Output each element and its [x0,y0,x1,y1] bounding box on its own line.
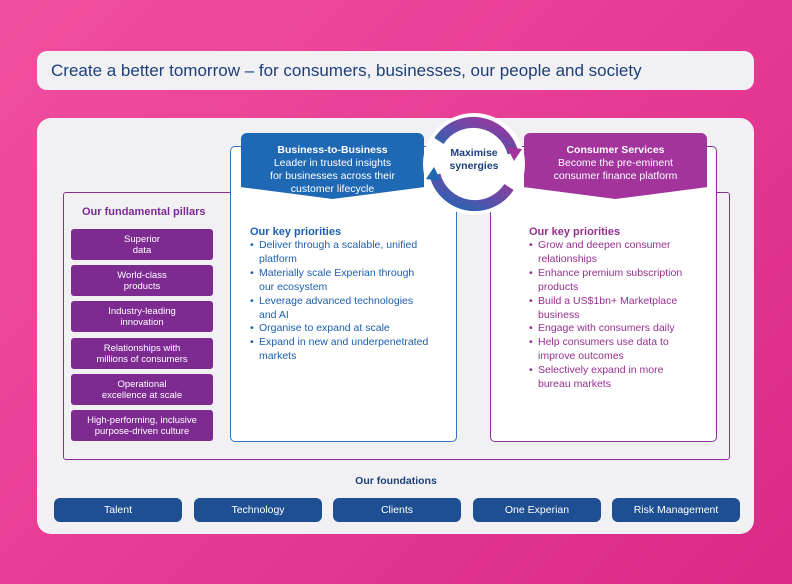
list-item: Deliver through a scalable, unifiedplatf… [250,239,450,267]
consumer-priorities-title: Our key priorities [529,226,621,238]
foundation-risk-management: Risk Management [612,498,740,522]
b2b-header: Business-to-Business Leader in trusted i… [241,133,424,199]
foundation-talent: Talent [54,498,182,522]
consumer-title: Consumer Services [566,144,665,156]
b2b-subtitle-line: Leader in trusted insights [273,157,392,169]
synergy-cycle-icon [423,113,525,215]
list-item: Organise to expand at scale [250,322,450,336]
consumer-header: Consumer Services Become the pre-eminent… [524,133,707,199]
consumer-subtitle-line: Become the pre-eminent [558,157,673,169]
list-item: Engage with consumers daily [529,322,729,336]
foundation-clients: Clients [333,498,461,522]
b2b-priorities-list: Deliver through a scalable, unifiedplatf… [250,239,450,364]
foundations-title: Our foundations [355,475,437,487]
b2b-subtitle-line: customer lifecycle [290,183,375,195]
top-banner: Create a better tomorrow – for consumers… [37,51,754,90]
banner-text: Create a better tomorrow – for consumers… [51,60,642,80]
foundation-one-experian: One Experian [473,498,601,522]
b2b-title: Business-to-Business [277,144,388,156]
foundation-technology: Technology [194,498,322,522]
b2b-priorities-title: Our key priorities [250,226,342,238]
pillars-title: Our fundamental pillars [82,206,206,218]
b2b-subtitle-line: for businesses across their [270,170,395,182]
consumer-subtitle-line: consumer finance platform [553,170,678,182]
